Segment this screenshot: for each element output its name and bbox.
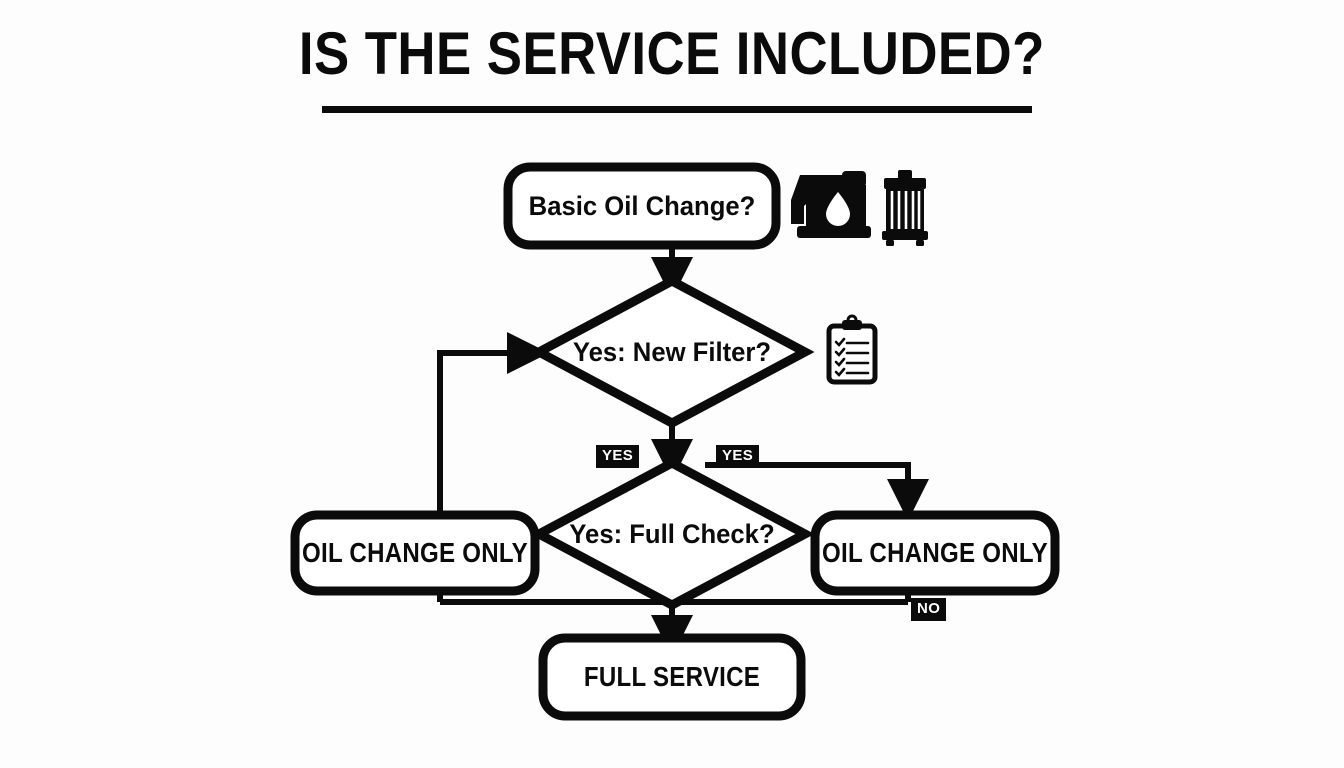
- node-outcome-left-shape[interactable]: [290, 510, 540, 596]
- edge-label-no-right: NO: [911, 598, 947, 621]
- edge-rail-to-filter-left: [437, 332, 549, 520]
- edge-label-yes-right: YES: [716, 445, 760, 468]
- node-decision-filter-shape[interactable]: [529, 275, 815, 429]
- title-underline: [322, 106, 1032, 113]
- node-outcome-right-shape[interactable]: [810, 510, 1060, 596]
- edge-check-to-right-outcome: [705, 462, 929, 521]
- oil-can-icon: [791, 171, 871, 238]
- edge-label-yes-left: YES: [596, 445, 640, 468]
- node-outcome-full-shape[interactable]: [538, 633, 806, 721]
- node-decision-check-shape[interactable]: [529, 457, 815, 611]
- oil-filter-icon: [882, 170, 928, 246]
- node-start-shape[interactable]: [503, 162, 781, 250]
- clipboard-checklist-icon: [826, 314, 878, 385]
